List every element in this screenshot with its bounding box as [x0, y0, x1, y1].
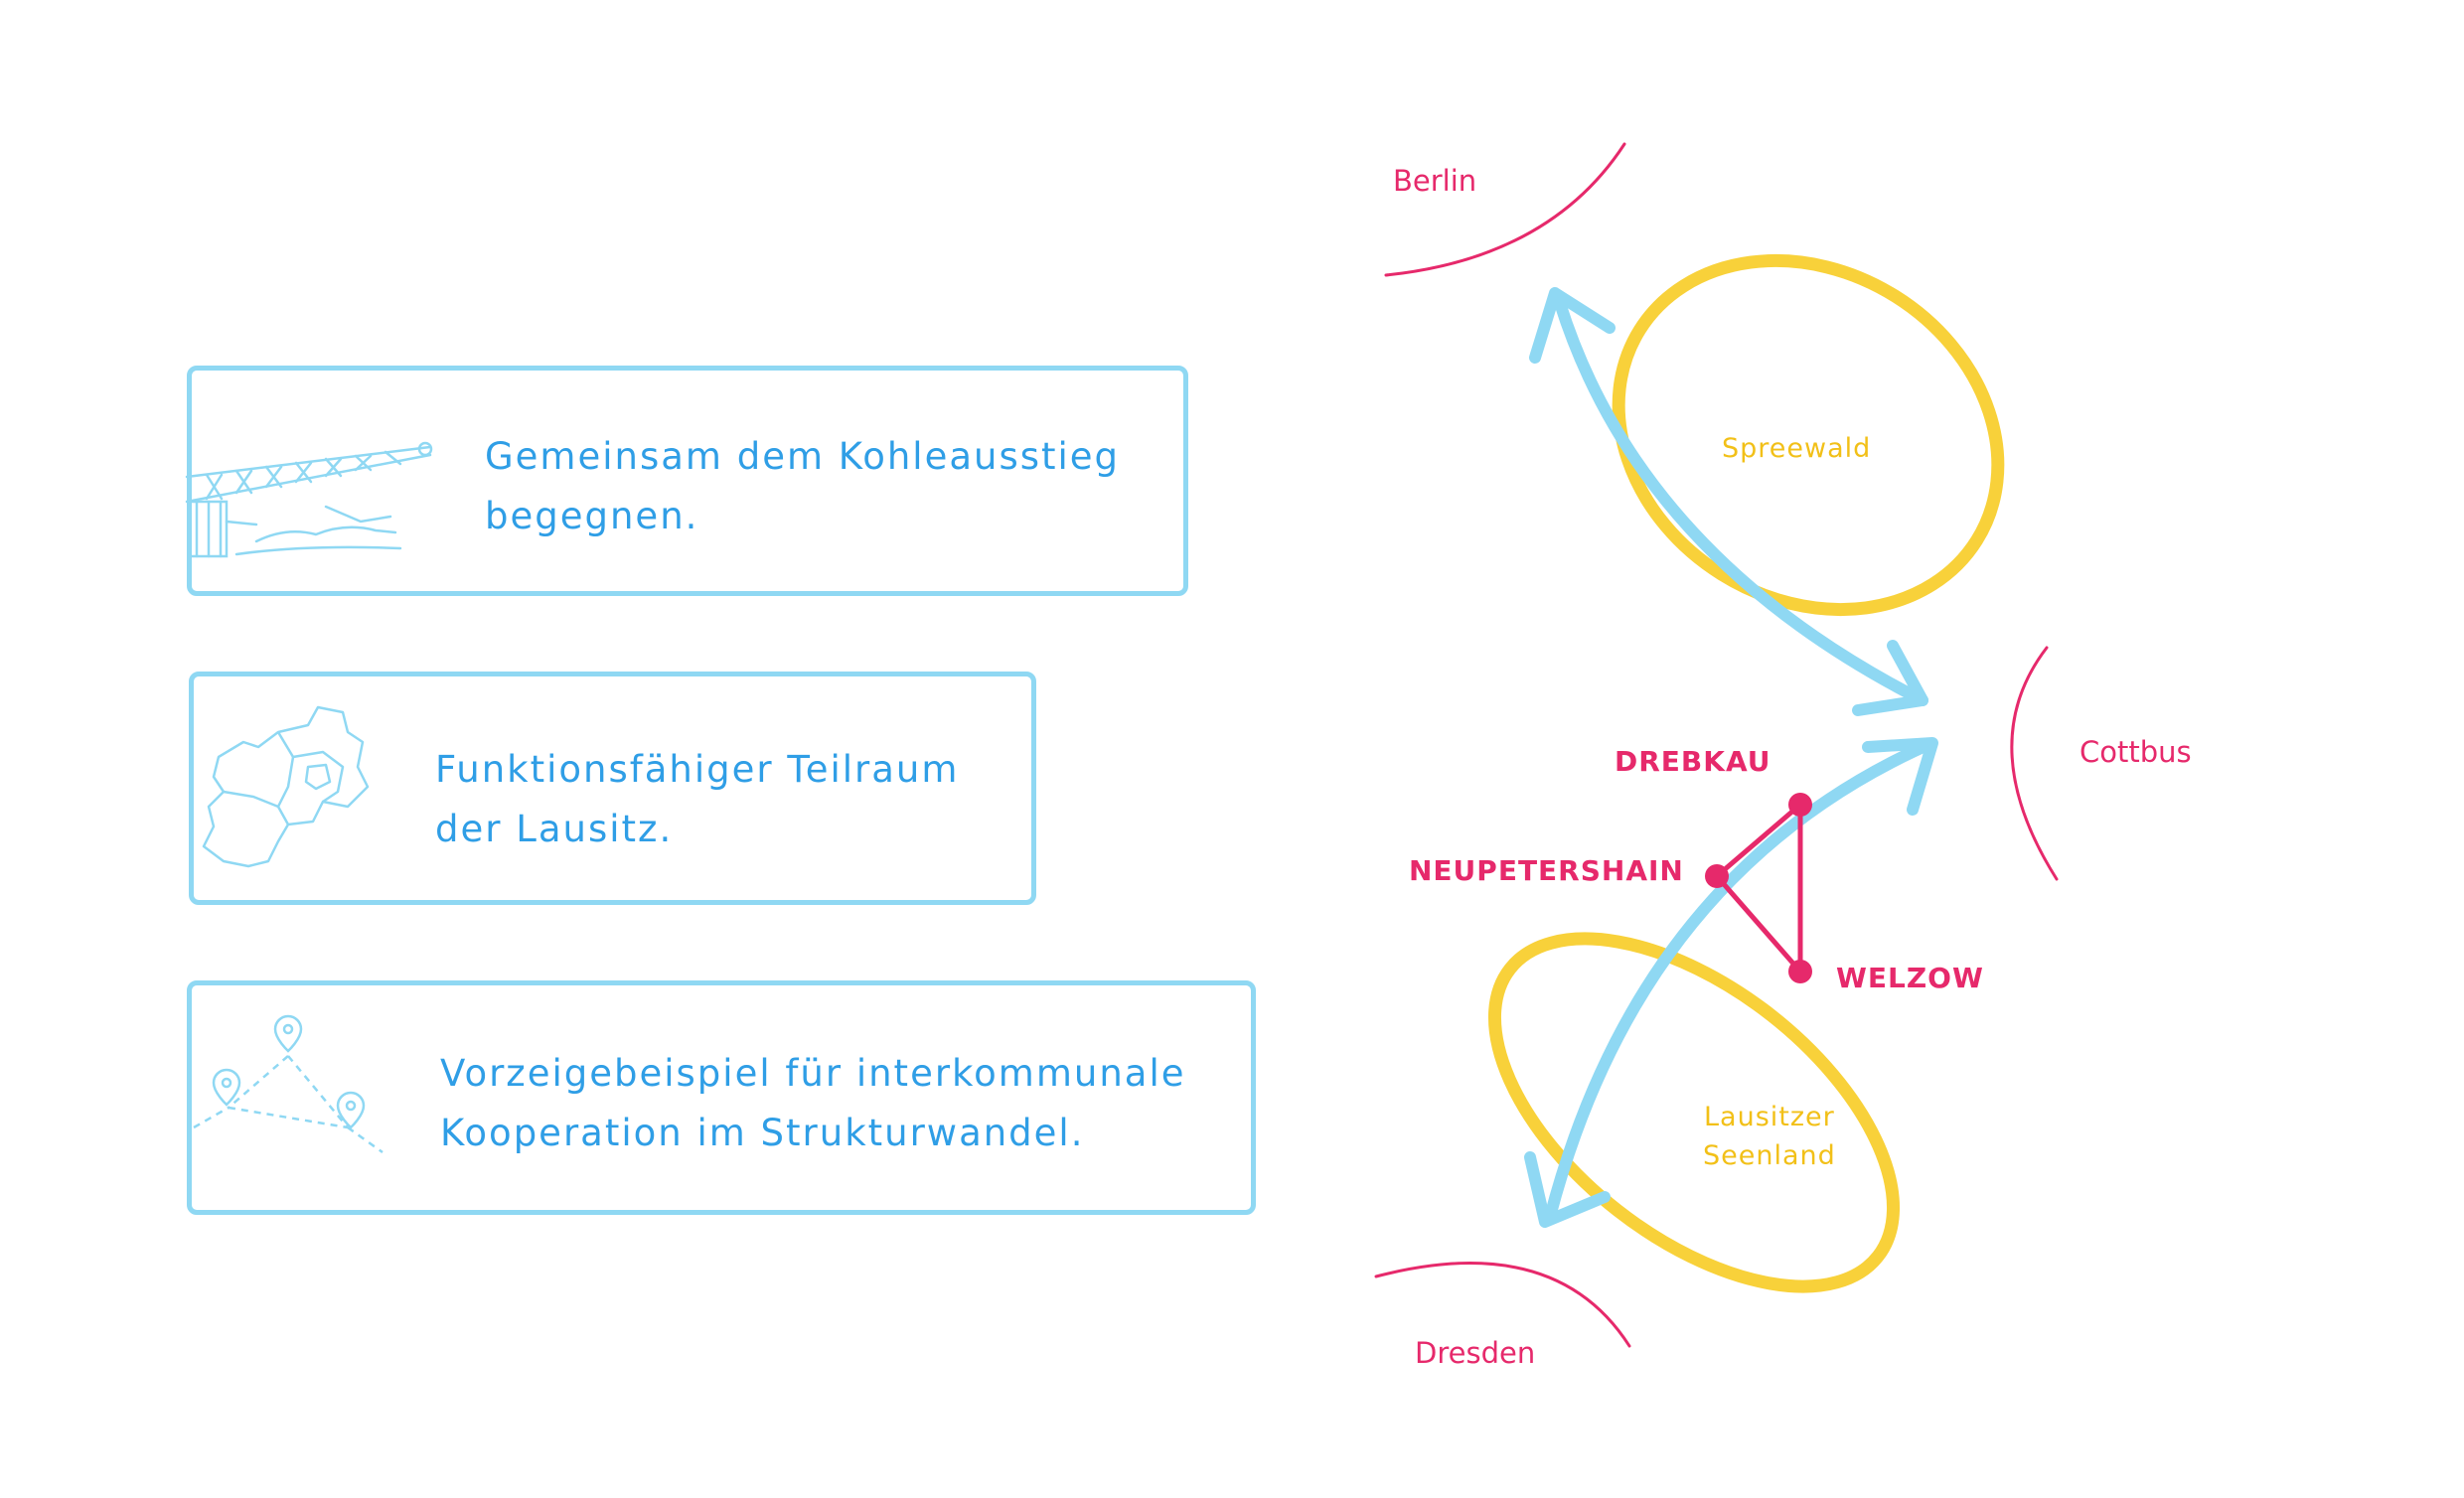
town-triangle — [1713, 799, 1803, 978]
arrow-berlin-cottbus — [1554, 297, 1928, 706]
label-spreewald: Spreewald — [1722, 433, 1872, 464]
cottbus-arc — [2010, 646, 2059, 881]
dresden-arc — [1374, 1262, 1631, 1348]
label-seenland-line2: Seenland — [1703, 1140, 1836, 1171]
label-welzow: WELZOW — [1836, 962, 1984, 994]
drebkau-dot — [1788, 793, 1812, 817]
card-kooperation — [187, 980, 1256, 1215]
card-teilraum-line2: der Lausitz. — [435, 808, 674, 850]
card-teilraum-text: Funktionsfähiger Teilraum der Lausitz. — [435, 740, 959, 859]
label-neupetershain: NEUPETERSHAIN — [1409, 854, 1684, 887]
excavator-landscape-icon — [185, 441, 433, 558]
lusatia-map-icon — [202, 705, 370, 868]
card-teilraum-line1: Funktionsfähiger Teilraum — [435, 748, 960, 791]
card-kohleausstieg-line1: Gemeinsam dem Kohleausstieg — [485, 435, 1121, 478]
card-kooperation-text: Vorzeigebeispiel für interkommunale Koop… — [440, 1044, 1186, 1163]
card-kohleausstieg-text: Gemeinsam dem Kohleausstieg begegnen. — [485, 427, 1120, 546]
spreewald-ellipse — [1612, 253, 2005, 617]
berlin-arc — [1384, 142, 1626, 277]
neupetershain-dot — [1705, 864, 1729, 888]
card-kooperation-line2: Kooperation im Strukturwandel. — [440, 1112, 1085, 1154]
card-teilraum — [189, 672, 1036, 905]
label-cottbus: Cottbus — [2079, 735, 2192, 769]
arrow-dresden-head — [1524, 1151, 1611, 1228]
label-seenland: Lausitzer Seenland — [1703, 1098, 1836, 1175]
label-drebkau: DREBKAU — [1615, 745, 1771, 778]
welzow-dot — [1788, 960, 1812, 983]
arrow-cottbus-dresden — [1544, 739, 1933, 1223]
seenland-ellipse — [1487, 932, 1901, 1293]
arrow-cottbus-head-2 — [1862, 737, 1938, 816]
arrow-cottbus-head — [1852, 640, 1928, 716]
card-kooperation-line1: Vorzeigebeispiel für interkommunale — [440, 1052, 1186, 1095]
label-seenland-line1: Lausitzer — [1704, 1102, 1835, 1132]
card-kohleausstieg — [187, 366, 1188, 596]
label-berlin: Berlin — [1393, 164, 1477, 198]
label-dresden: Dresden — [1415, 1336, 1536, 1370]
card-kohleausstieg-line2: begegnen. — [485, 495, 699, 537]
connected-pins-icon — [193, 1014, 384, 1154]
arrow-berlin-head — [1529, 287, 1616, 364]
